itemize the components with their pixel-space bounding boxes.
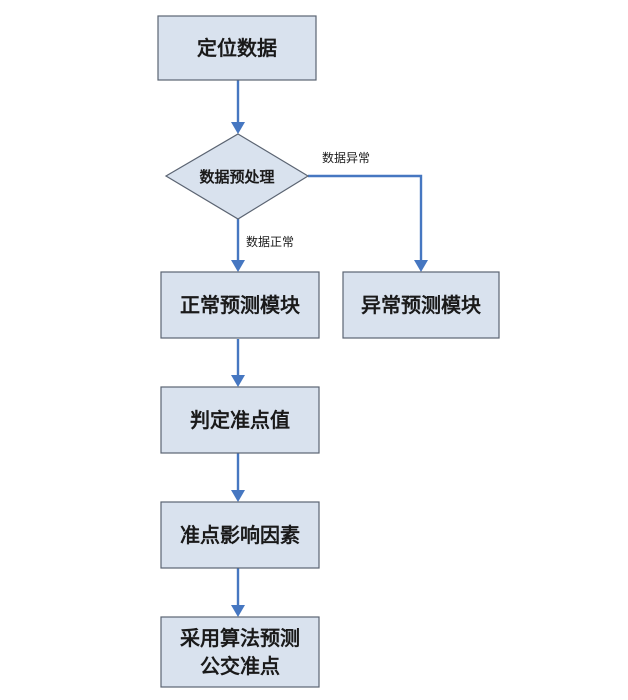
connectors bbox=[231, 80, 428, 617]
node-preprocessing-label: 数据预处理 bbox=[199, 168, 274, 186]
arrowhead-abnormal-prediction bbox=[414, 260, 428, 272]
arrowhead-algorithm-prediction bbox=[231, 605, 245, 617]
node-algorithm-prediction-line2: 公交准点 bbox=[200, 654, 280, 678]
node-abnormal-prediction: 异常预测模块 bbox=[342, 271, 500, 339]
edge-label-normal: 数据正常 bbox=[246, 234, 294, 249]
node-preprocessing: 数据预处理 bbox=[164, 133, 310, 220]
node-positioning-data-label: 定位数据 bbox=[197, 36, 277, 60]
node-positioning-data: 定位数据 bbox=[157, 15, 317, 81]
edge-preprocessing-to-abnormal bbox=[308, 174, 423, 262]
node-algorithm-prediction: 采用算法预测 公交准点 bbox=[160, 616, 320, 688]
node-judge-punctuality: 判定准点值 bbox=[160, 386, 320, 454]
node-punctuality-factors: 准点影响因素 bbox=[160, 501, 320, 569]
arrowhead-preprocessing bbox=[231, 122, 245, 134]
arrowhead-judge-punctuality bbox=[231, 375, 245, 387]
node-judge-punctuality-label: 判定准点值 bbox=[190, 408, 290, 432]
edge-label-abnormal: 数据异常 bbox=[322, 150, 370, 165]
node-normal-prediction: 正常预测模块 bbox=[160, 271, 320, 339]
node-abnormal-prediction-label: 异常预测模块 bbox=[361, 293, 482, 317]
node-punctuality-factors-label: 准点影响因素 bbox=[180, 523, 300, 547]
node-algorithm-prediction-line1: 采用算法预测 bbox=[180, 626, 300, 650]
arrowhead-normal-prediction bbox=[231, 260, 245, 272]
arrowhead-punctuality-factors bbox=[231, 490, 245, 502]
node-normal-prediction-label: 正常预测模块 bbox=[180, 293, 301, 317]
